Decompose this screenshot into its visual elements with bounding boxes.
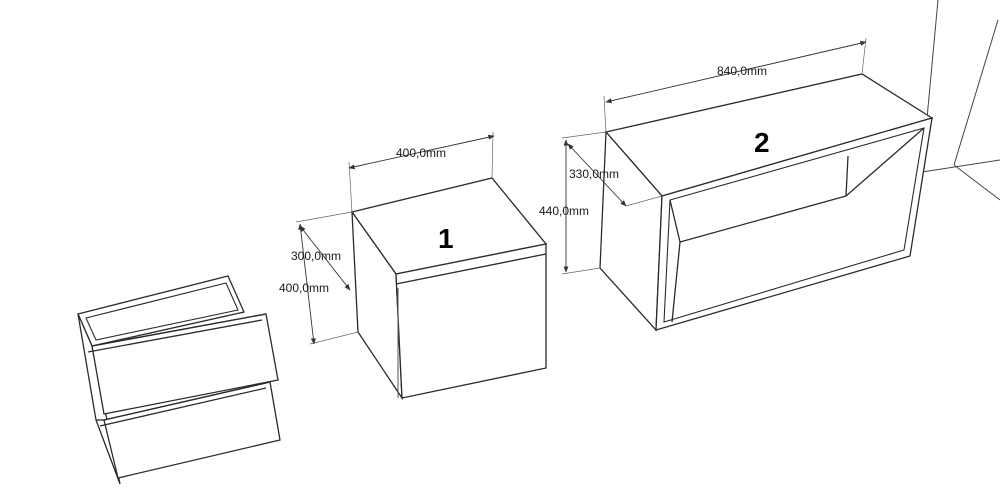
cabinet-1: [350, 177, 548, 401]
shelf-depth-label: 330,0mm: [569, 167, 619, 181]
shelf-width-label: 840,0mm: [717, 64, 767, 78]
cabinet-width-label: 400,0mm: [396, 146, 446, 160]
drawer-unit: [77, 275, 281, 485]
shelf-height-label: 440,0mm: [539, 204, 589, 218]
dimensions-cabinet-1: [295, 131, 495, 345]
dimensions-shelf-2: [561, 37, 867, 275]
cabinet-depth-label: 400,0mm: [279, 281, 329, 295]
module-2-number: 2: [754, 127, 770, 158]
shelf-2: [599, 73, 934, 332]
module-1-number: 1: [438, 223, 454, 254]
cabinet-height-label: 300,0mm: [291, 249, 341, 263]
room-walls: [921, 0, 1000, 201]
